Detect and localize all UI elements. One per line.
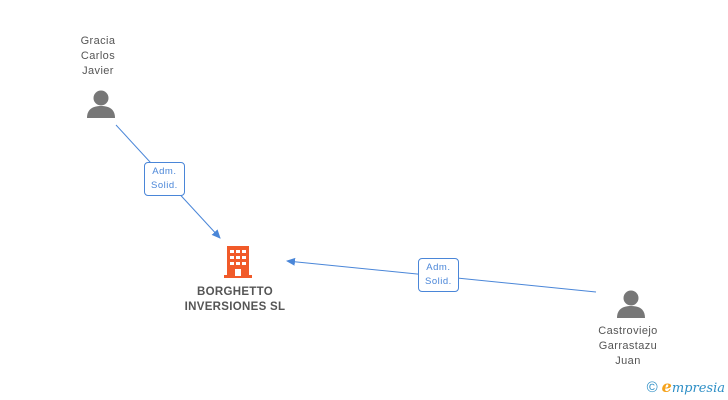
edge-label-adm-solid[interactable]: Adm. Solid. (144, 162, 185, 196)
brand-initial: e (661, 377, 672, 396)
copyright-icon: © (646, 379, 658, 396)
edge-label-adm-solid[interactable]: Adm. Solid. (418, 258, 459, 292)
person-icon[interactable] (615, 288, 647, 320)
brand-name: empresia (661, 377, 725, 397)
building-icon[interactable] (221, 245, 255, 279)
person-name-castroviejo[interactable]: Castroviejo Garrastazu Juan (598, 325, 658, 367)
company-name[interactable]: BORGHETTO INVERSIONES SL (184, 286, 286, 313)
empresia-logo: © empresia (646, 377, 725, 397)
person-icon[interactable] (85, 88, 117, 120)
person-name-gracia[interactable]: Gracia Carlos Javier (80, 35, 116, 77)
brand-rest: mpresia (671, 381, 725, 396)
